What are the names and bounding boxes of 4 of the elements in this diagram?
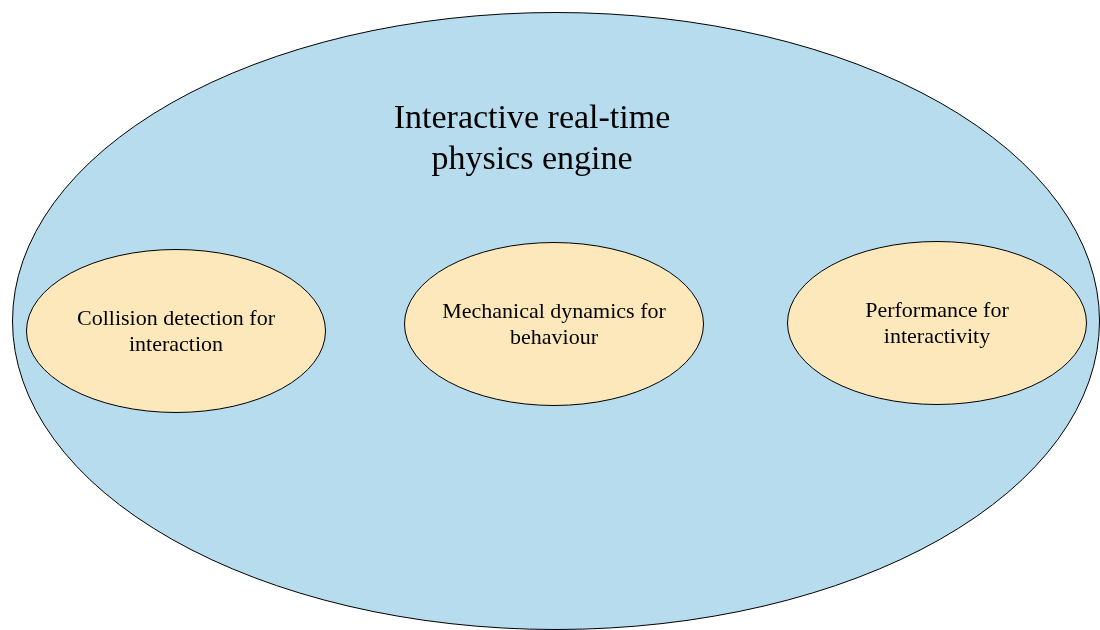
node-label: Performance for interactivity [864,296,1010,350]
node-label: Collision detection for interaction [76,304,276,358]
title-text: Interactive real-time physics engine [392,97,672,178]
node-label: Mechanical dynamics for behaviour [441,297,667,351]
